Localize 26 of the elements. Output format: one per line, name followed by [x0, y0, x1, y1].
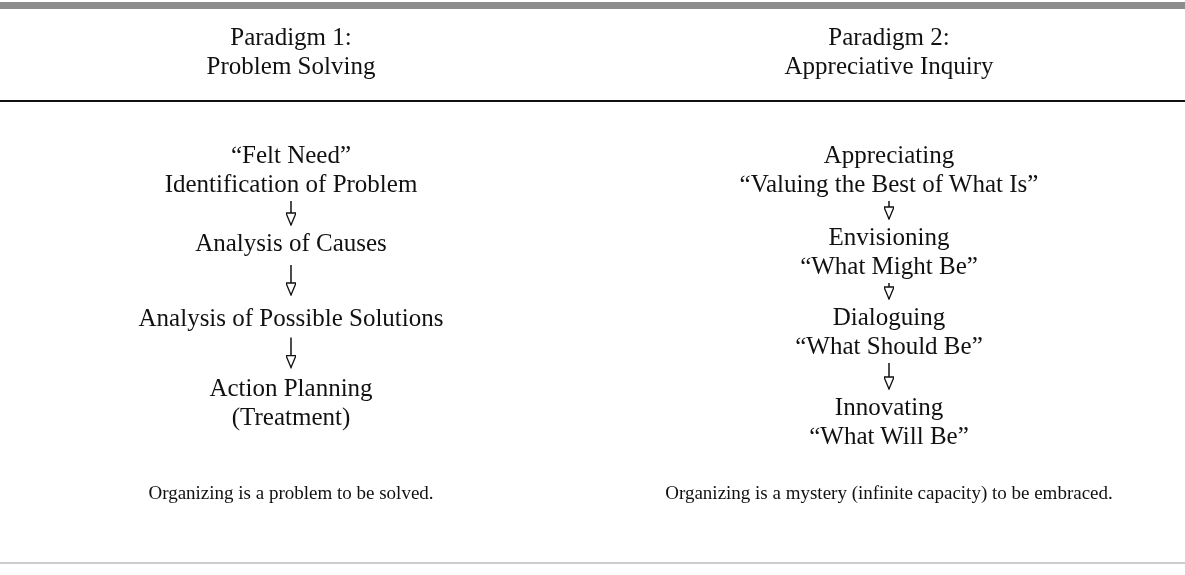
step-text: Identification of Problem — [164, 169, 418, 198]
step-text: Innovating — [833, 392, 945, 421]
step-text: Action Planning — [209, 373, 373, 402]
step-text: “What Will Be” — [809, 421, 969, 450]
step-text: “Felt Need” — [229, 140, 353, 169]
step-text: “What Should Be” — [795, 331, 983, 360]
column-heading: Appreciative Inquiry — [784, 51, 994, 80]
column-heading: Paradigm 2: — [828, 22, 950, 51]
column-heading: Paradigm 1: — [230, 22, 352, 51]
arrow — [285, 264, 297, 296]
step-text: Appreciating — [822, 140, 956, 169]
note: Organizing is a problem to be solved. — [148, 481, 434, 505]
step-text: “What Might Be” — [800, 251, 978, 280]
arrow — [285, 336, 297, 369]
arrow — [883, 282, 895, 300]
step-text: Dialoguing — [831, 302, 947, 331]
column-heading: Problem Solving — [206, 51, 376, 80]
step-text: (Treatment) — [230, 402, 352, 431]
step-text: Analysis of Causes — [195, 228, 387, 257]
arrow — [883, 362, 895, 390]
step-text: Envisioning — [827, 222, 951, 251]
note: Organizing is a mystery (infinite capacity) to be embraced. — [665, 481, 1113, 505]
step-text: Analysis of Possible Solutions — [138, 303, 444, 332]
step-text: “Valuing the Best of What Is” — [739, 169, 1039, 198]
arrow — [285, 200, 297, 226]
arrow — [883, 200, 895, 220]
